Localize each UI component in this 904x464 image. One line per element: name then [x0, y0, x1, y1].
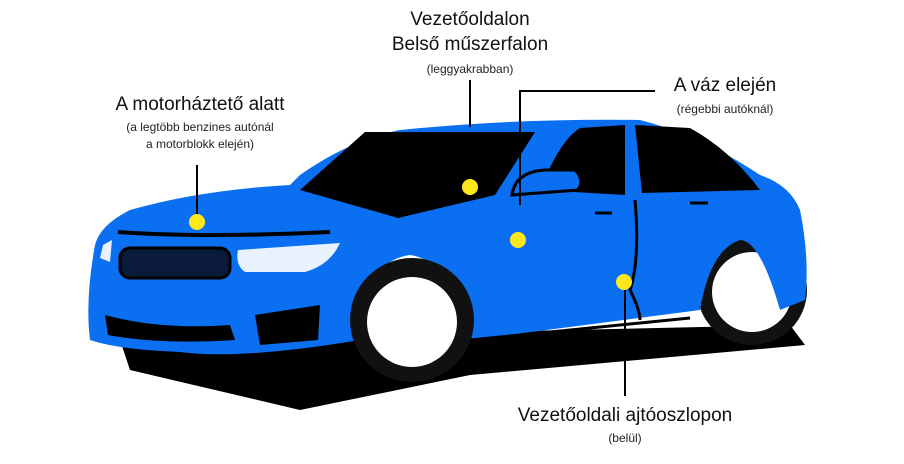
hood-sub2: a motorblokk elején): [145, 137, 255, 151]
hood-line: [117, 230, 331, 237]
dashboard-sub: (leggyakrabban): [426, 62, 514, 76]
marker-door-pillar: [616, 274, 632, 290]
rear-side-window: [635, 125, 760, 193]
marker-frame: [510, 232, 526, 248]
frame-sub: (régebbi autóknál): [676, 102, 774, 116]
grille: [118, 246, 232, 280]
frame-leader: [519, 90, 655, 205]
door-line: [628, 199, 642, 321]
label-dashboard: Vezetőoldalon Belső műszerfalon (leggyak…: [360, 7, 580, 78]
headlight-right: [237, 243, 340, 272]
front-rim: [367, 277, 457, 367]
fog-light: [255, 305, 320, 345]
dashboard-title2: Belső műszerfalon: [391, 34, 549, 55]
car-body: [88, 119, 807, 355]
frame-title: A váz elején: [673, 75, 777, 96]
door-pillar-sub: (belül): [608, 431, 642, 445]
side-mirror: [510, 168, 583, 197]
windshield: [300, 132, 535, 218]
sill-line: [469, 316, 691, 342]
lower-intake: [105, 315, 235, 342]
label-hood: A motorháztető alatt (a legtöbb benzines…: [80, 92, 320, 153]
marker-dashboard: [462, 179, 478, 195]
label-door-pillar: Vezetőoldali ajtóoszlopon (belül): [490, 403, 760, 447]
hood-sub1: (a legtöbb benzines autónál: [126, 120, 274, 134]
door-pillar-title: Vezetőoldali ajtóoszlopon: [517, 405, 733, 426]
label-frame: A váz elején (régebbi autóknál): [655, 73, 795, 118]
hood-title: A motorháztető alatt: [115, 94, 285, 115]
headlight-left: [100, 240, 112, 262]
dashboard-title1: Vezetőoldalon: [410, 9, 530, 30]
marker-hood: [189, 214, 205, 230]
